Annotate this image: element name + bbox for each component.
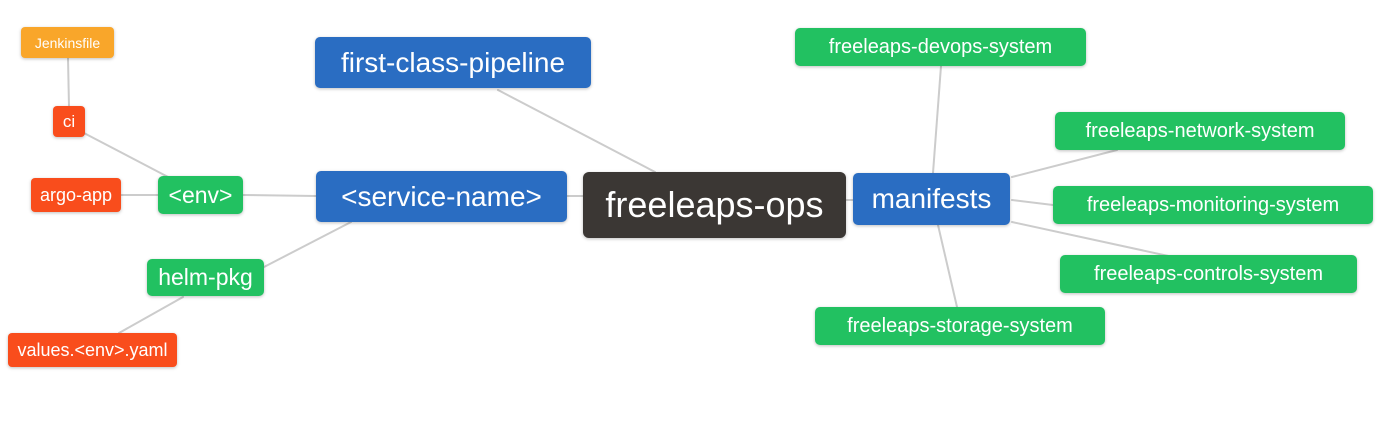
node-freeleaps-network-system[interactable]: freeleaps-network-system [1055,112,1345,150]
node-freeleaps-controls-system[interactable]: freeleaps-controls-system [1060,255,1357,293]
edge-values-helm-pkg [118,296,184,334]
edge-devops-manifests [932,65,942,174]
node-env[interactable]: <env> [158,176,243,214]
edge-env-service-name [242,194,317,197]
node-manifests[interactable]: manifests [853,173,1010,225]
node-first-class-pipeline[interactable]: first-class-pipeline [315,37,591,88]
node-freeleaps-ops-root[interactable]: freeleaps-ops [583,172,846,238]
edge-manifests-network [1011,149,1118,178]
edge-pipeline-freeleaps-ops [497,89,656,173]
edge-manifests-storage [937,224,958,308]
edge-helm-pkg-service-name [263,221,352,268]
node-freeleaps-monitoring-system[interactable]: freeleaps-monitoring-system [1053,186,1373,224]
node-helm-pkg[interactable]: helm-pkg [147,259,264,296]
edge-jenkinsfile-ci [67,57,70,108]
node-values-env-yaml[interactable]: values.<env>.yaml [8,333,177,367]
edge-manifests-controls [1011,221,1174,258]
node-service-name[interactable]: <service-name> [316,171,567,222]
node-freeleaps-devops-system[interactable]: freeleaps-devops-system [795,28,1086,66]
edge-manifests-monitoring [1011,199,1054,206]
node-argo-app[interactable]: argo-app [31,178,121,212]
edge-ci-env [81,131,171,179]
node-freeleaps-storage-system[interactable]: freeleaps-storage-system [815,307,1105,345]
node-jenkinsfile[interactable]: Jenkinsfile [21,27,114,58]
node-ci[interactable]: ci [53,106,85,137]
